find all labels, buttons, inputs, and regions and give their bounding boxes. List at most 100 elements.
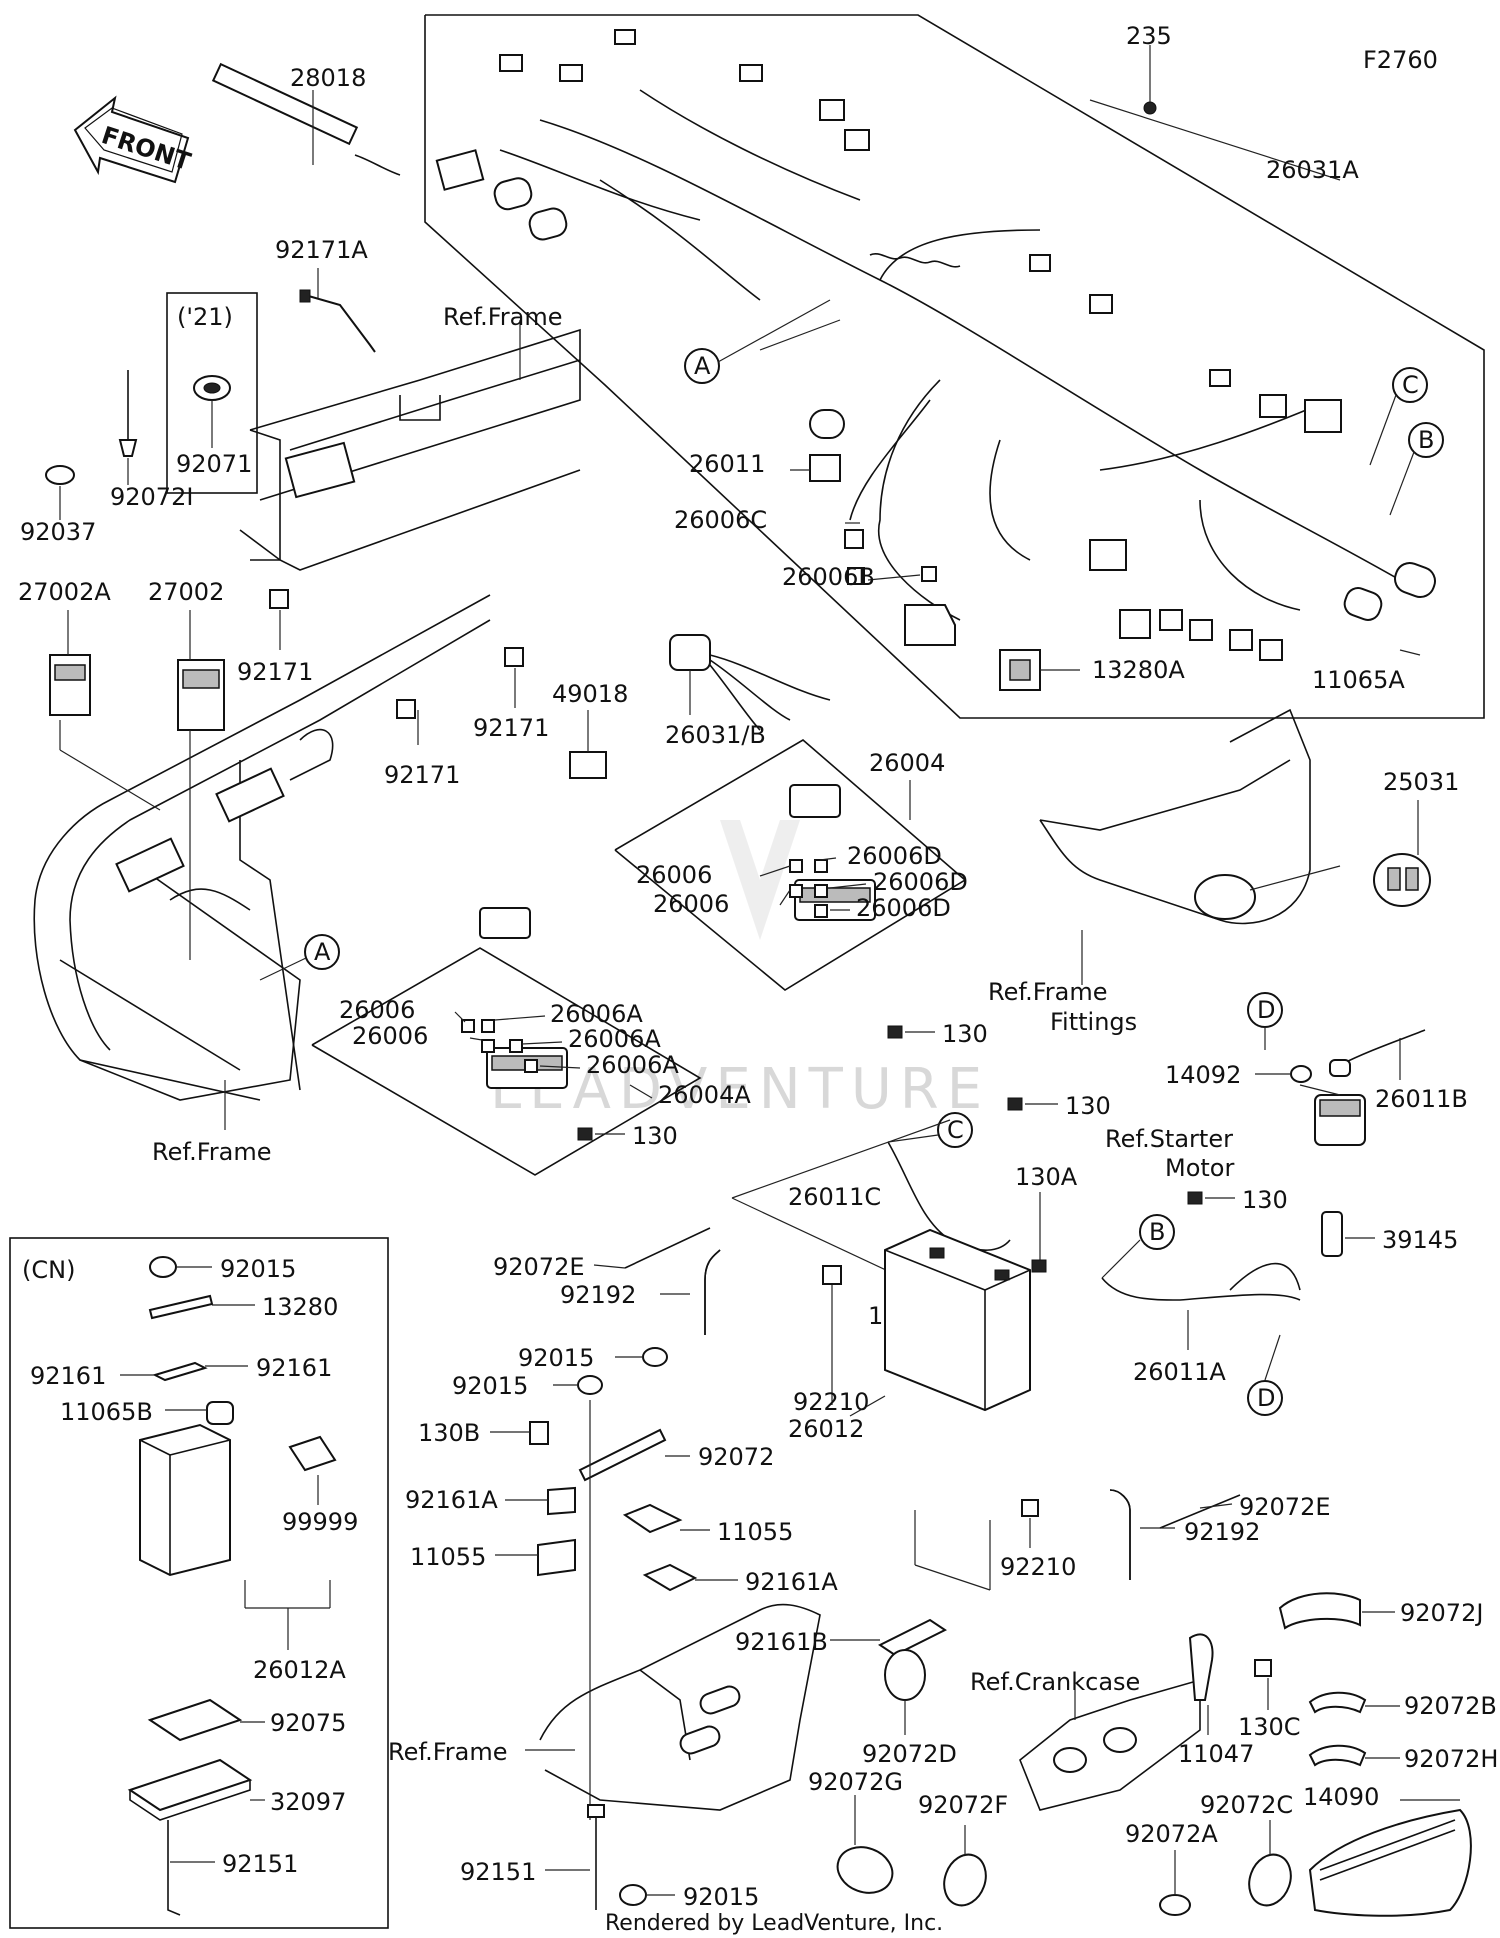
bracket-11055-right [622, 1503, 683, 1534]
label-235: 235 [1126, 22, 1172, 50]
cable-tie-92072E-right [1159, 1494, 1241, 1529]
cap-11065B [206, 1401, 234, 1425]
label-92072: 92072 [698, 1443, 774, 1471]
ref-frame-fittings-2: Fittings [1050, 1008, 1137, 1036]
label-card-99999 [288, 1435, 337, 1472]
label-92192-left: 92192 [560, 1281, 636, 1309]
label-92161-right: 92161 [256, 1354, 332, 1382]
label-26012: 26012 [788, 1415, 864, 1443]
label-92015-b: 92015 [452, 1372, 528, 1400]
clamp-92072H [1308, 1744, 1367, 1767]
label-92015-c: 92015 [683, 1883, 759, 1911]
label-11055-right: 11055 [717, 1518, 793, 1546]
frame-fittings [1039, 708, 1311, 925]
label-26006A-3: 26006A [586, 1051, 679, 1079]
power-socket-25031 [1373, 853, 1431, 907]
label-92072B: 92072B [1404, 1692, 1497, 1720]
cable-26011A [1101, 1262, 1301, 1301]
frame-bottom [539, 1603, 821, 1811]
battery-icon [884, 1228, 1031, 1412]
pad-92161A-left [547, 1486, 576, 1516]
label-32097: 32097 [270, 1788, 346, 1816]
label-92072I: 92072I [110, 483, 193, 511]
svg-text:C: C [947, 1116, 964, 1144]
label-92037: 92037 [20, 518, 96, 546]
label-26031A: 26031A [1266, 156, 1359, 184]
label-26011B: 26011B [1375, 1085, 1468, 1113]
svg-text:B: B [1149, 1218, 1165, 1246]
cable-26011C [887, 1141, 1011, 1251]
label-92072J: 92072J [1400, 1599, 1483, 1627]
starter-relay [1314, 1094, 1366, 1146]
ref-frame-bottom: Ref.Frame [388, 1738, 507, 1766]
clip-92171-a [269, 589, 289, 609]
label-13280: 13280 [262, 1293, 338, 1321]
ref-crankcase: Ref.Crankcase [970, 1668, 1140, 1696]
variant-label-cn: (CN) [22, 1256, 75, 1284]
clamp-92072C [1248, 1853, 1292, 1907]
relay-icon [809, 454, 956, 646]
label-14092: 14092 [1165, 1061, 1241, 1089]
bubble-b-mid: B [1139, 1214, 1175, 1250]
bracket-11055-left [537, 1538, 576, 1577]
label-92072D: 92072D [862, 1740, 957, 1768]
part-39145 [1321, 1211, 1343, 1257]
label-92072F: 92072F [918, 1791, 1008, 1819]
fuse-box-icon [789, 784, 876, 921]
ref-frame-left: Ref.Frame [152, 1138, 271, 1166]
label-92161-left: 92161 [30, 1362, 106, 1390]
label-26006-r1: 26006 [636, 861, 712, 889]
svg-text:B: B [1418, 426, 1434, 454]
svg-text:D: D [1257, 996, 1275, 1024]
label-92171A: 92171A [275, 236, 368, 264]
rod-92151-cn [167, 1820, 181, 1916]
pad-92210-left [822, 1265, 842, 1285]
cable-tie-92072I [118, 370, 138, 457]
label-27002A: 27002A [18, 578, 111, 606]
wire-harness-icon [435, 29, 1436, 661]
ref-frame-fittings-1: Ref.Frame [988, 978, 1107, 1006]
label-92072E-right: 92072E [1239, 1493, 1331, 1521]
cable-tie-92072E-left [624, 1227, 711, 1269]
clamp-92072J [1278, 1592, 1361, 1630]
label-26006D-2: 26006D [873, 868, 968, 896]
clip-92171-c [396, 699, 416, 719]
nut-icon [1290, 1065, 1312, 1083]
label-26011A: 26011A [1133, 1358, 1226, 1386]
label-130A: 130A [1015, 1163, 1078, 1191]
label-92192-right: 92192 [1184, 1518, 1260, 1546]
frame-icon [239, 328, 581, 571]
front-arrow-icon [73, 95, 190, 184]
label-92171-b: 92171 [473, 714, 549, 742]
relay-27002A [49, 654, 91, 716]
sub-harness-28018 [211, 62, 401, 176]
label-26006-l2: 26006 [352, 1022, 428, 1050]
variant-box-21 [166, 292, 258, 494]
plate-13280 [148, 1294, 214, 1320]
label-26006C: 26006C [674, 506, 767, 534]
label-26006A-2: 26006A [568, 1025, 661, 1053]
frame-left [33, 594, 491, 1101]
label-11055-left: 11055 [410, 1543, 486, 1571]
ref-starter-1: Ref.Starter [1105, 1125, 1233, 1153]
label-26004: 26004 [869, 749, 945, 777]
label-92072G: 92072G [808, 1768, 903, 1796]
bubble-d-top: D [1247, 992, 1283, 1028]
label-11047: 11047 [1178, 1740, 1254, 1768]
fuse-box-26004A-outline [311, 947, 702, 1176]
sub-harness-26031B [669, 634, 831, 731]
clamp-92072D [884, 1649, 926, 1701]
svg-text:A: A [694, 352, 711, 380]
label-26006-r2: 26006 [653, 890, 729, 918]
label-99999: 99999 [282, 1508, 358, 1536]
bracket-11047 [1188, 1633, 1214, 1701]
bubble-c-top: C [1392, 367, 1428, 403]
label-92072H: 92072H [1404, 1745, 1498, 1773]
label-26031B: 26031/B [665, 721, 766, 749]
ref-starter-2: Motor [1165, 1154, 1234, 1182]
label-49018: 49018 [552, 680, 628, 708]
clamp-92072A [1159, 1894, 1191, 1916]
nut-92015-c [619, 1884, 647, 1906]
label-130-b: 130 [632, 1122, 678, 1150]
label-92075: 92075 [270, 1709, 346, 1737]
